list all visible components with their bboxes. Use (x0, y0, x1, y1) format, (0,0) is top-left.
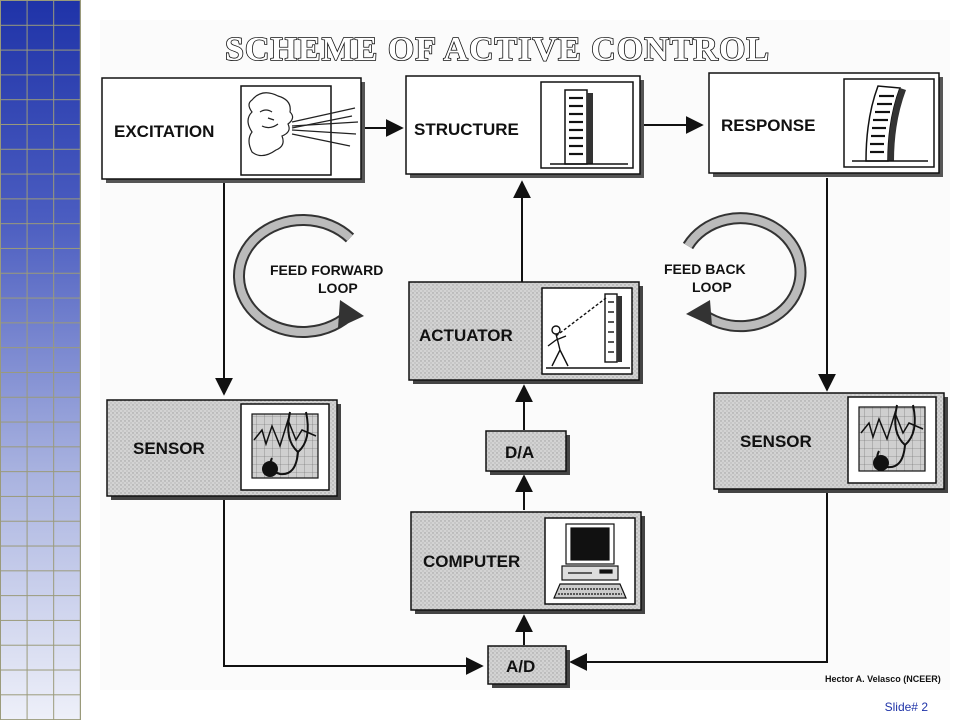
stethoscope-scope-icon-right (858, 404, 926, 472)
desktop-computer-icon (553, 523, 627, 599)
feed-forward-loop-arrow (233, 213, 364, 338)
response-label: RESPONSE (721, 116, 815, 135)
ad-converter-box: A/D (487, 645, 570, 688)
feed-forward-label: FEED FORWARD (270, 262, 383, 278)
credit-text: Hector A. Velasco (NCEER) (825, 674, 941, 684)
connector-lines (215, 116, 836, 675)
slide-number: Slide# 2 (884, 700, 928, 714)
feed-back-label-2: LOOP (692, 279, 732, 295)
diagram-title: SCHEME OF ACTIVE CONTROL (225, 31, 770, 68)
excitation-label: EXCITATION (114, 122, 214, 141)
da-label: D/A (505, 443, 534, 462)
computer-box: COMPUTER (410, 511, 645, 614)
computer-label: COMPUTER (423, 552, 520, 571)
wind-face-icon (247, 92, 359, 157)
stethoscope-scope-icon (251, 411, 319, 479)
actuator-label: ACTUATOR (419, 326, 513, 345)
excitation-box: EXCITATION (101, 77, 365, 183)
da-converter-box: D/A (485, 430, 570, 475)
feed-forward-label-line1: FEED FORWARD (270, 262, 383, 278)
actuator-box: ACTUATOR (408, 281, 643, 384)
deformed-building-icon (852, 85, 928, 162)
actuator-figure-icon (546, 293, 630, 369)
sensor-left-box: SENSOR (106, 399, 341, 500)
response-box: RESPONSE (708, 72, 943, 177)
sensor-right-box: SENSOR (713, 392, 948, 493)
feed-back-label-line2: LOOP (692, 279, 732, 295)
sensor-left-label: SENSOR (133, 439, 205, 458)
ad-label: A/D (506, 657, 535, 676)
structure-box: STRUCTURE (405, 75, 644, 178)
feed-back-loop-arrow (682, 212, 807, 333)
sensor-right-label: SENSOR (740, 432, 812, 451)
feed-back-label: FEED BACK (664, 261, 746, 277)
structure-label: STRUCTURE (414, 120, 519, 139)
building-icon (550, 89, 628, 165)
decorative-grid-strip (0, 0, 81, 720)
feed-forward-label-line2: LOOP (318, 280, 358, 296)
feed-forward-label-2: LOOP (318, 280, 358, 296)
feed-back-label-line1: FEED BACK (664, 261, 746, 277)
